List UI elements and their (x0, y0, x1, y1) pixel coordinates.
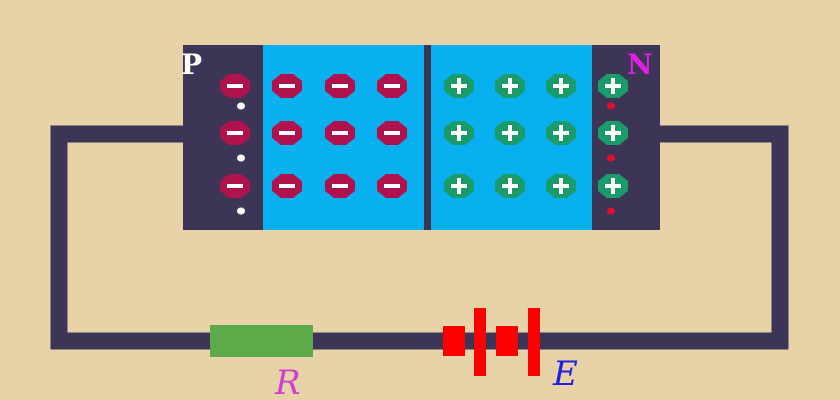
positive-ion (444, 121, 474, 145)
positive-ion (546, 174, 576, 198)
positive-ion (598, 121, 628, 145)
p-region-label: P (181, 48, 202, 81)
n-region-label: N (627, 48, 653, 81)
battery (443, 308, 540, 376)
negative-ion (377, 121, 407, 145)
positive-ion (495, 121, 525, 145)
positive-ion (444, 74, 474, 98)
positive-ion (598, 74, 628, 98)
negative-ion (220, 121, 250, 145)
negative-ion (272, 174, 302, 198)
positive-ion (495, 174, 525, 198)
negative-ion (272, 121, 302, 145)
resistor-label: R (274, 363, 301, 400)
junction-line (424, 45, 431, 230)
positive-ion (598, 174, 628, 198)
negative-ion (325, 174, 355, 198)
electron-carrier (607, 102, 615, 110)
hole-carrier (237, 154, 245, 162)
positive-ion (495, 74, 525, 98)
positive-ion (546, 121, 576, 145)
battery-plate-long-left (474, 308, 486, 376)
negative-ion (377, 74, 407, 98)
negative-ion (220, 74, 250, 98)
circuit-wire (50, 125, 789, 350)
battery-plate-short-left (443, 326, 465, 356)
positive-ion (546, 74, 576, 98)
hole-carrier (237, 102, 245, 110)
battery-plate-short-right (496, 326, 518, 356)
electron-carrier (607, 207, 615, 215)
positive-ion (444, 174, 474, 198)
negative-ion (325, 74, 355, 98)
negative-ion (325, 121, 355, 145)
negative-ion (377, 174, 407, 198)
negative-ion (220, 174, 250, 198)
battery-label: E (552, 354, 578, 394)
resistor (210, 325, 313, 357)
electron-carrier (607, 154, 615, 162)
negative-ion (272, 74, 302, 98)
hole-carrier (237, 207, 245, 215)
battery-plate-long-right (528, 308, 540, 376)
